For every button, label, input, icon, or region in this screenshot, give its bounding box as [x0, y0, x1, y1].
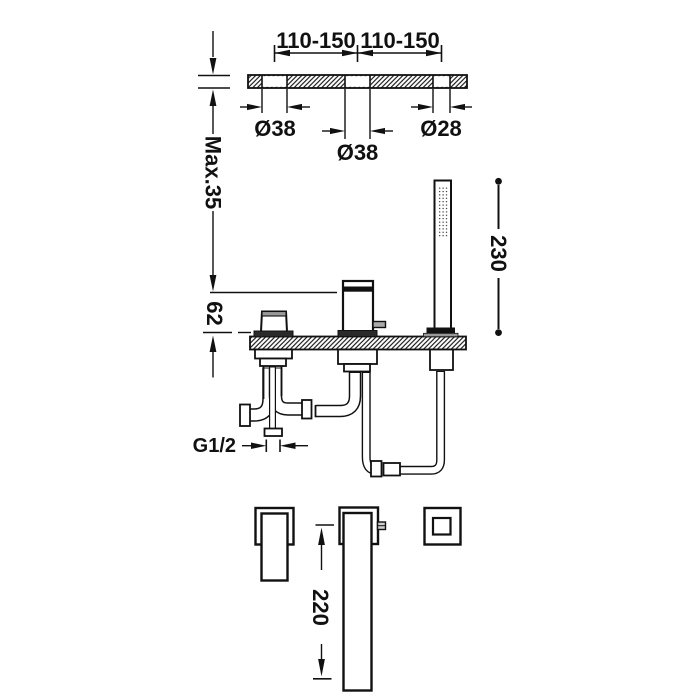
mixer-base-flange	[337, 330, 378, 337]
dim-label-spout-length: 220	[308, 589, 333, 626]
hose-fitting-2	[382, 462, 401, 477]
under-deck-assembly	[239, 348, 454, 478]
dim-label-body-height: 62	[202, 301, 227, 325]
dim-label-hole2: Ø38	[337, 140, 379, 165]
mixer-mounting-nut-2	[343, 363, 371, 373]
dim-label-hole1: Ø38	[254, 116, 296, 141]
handle-base-flange	[253, 330, 294, 338]
dim-hole1-diameter: Ø38	[240, 89, 310, 141]
mixer-body	[337, 279, 387, 337]
handle-knob-top	[261, 310, 287, 317]
supply-end-cap-right	[301, 399, 313, 420]
spout-plan-view	[338, 506, 387, 692]
dim-label-shower-height: 230	[486, 235, 511, 272]
handle-supply-pipes	[239, 366, 313, 437]
dim-hole3-diameter: Ø28	[411, 89, 472, 141]
mixer-mounting-nut	[337, 348, 378, 365]
holder-plan-view	[423, 506, 462, 546]
hole-edge-lines	[261, 75, 451, 88]
handle-mounting-nut-2	[259, 357, 287, 367]
supply-end-cap-left	[239, 403, 251, 427]
mixer-supply-and-hose	[314, 371, 446, 478]
deck-side-section	[249, 335, 467, 351]
dim-label-hole3: Ø28	[420, 116, 462, 141]
thread-connection-cap	[263, 427, 283, 437]
dim-label-span-left: 110-150	[276, 28, 356, 53]
dim-spout-length: 220	[308, 524, 334, 680]
diverter-lever	[372, 320, 387, 329]
handle-plan-view	[254, 506, 295, 582]
dim-deck-thickness: Max.35	[198, 31, 230, 292]
dim-hole2-diameter: Ø38	[322, 89, 393, 165]
hose-fitting-1	[370, 460, 383, 478]
top-view-deck-section	[247, 74, 468, 89]
dim-shower-height: 230	[486, 177, 511, 336]
hand-shower	[423, 179, 459, 338]
holder-socket-plan	[431, 516, 452, 536]
shower-holder-base	[423, 332, 459, 338]
side-view: 62 230 G1/2	[193, 177, 511, 478]
mounting-hole-1	[262, 76, 287, 87]
dim-thread-size: G1/2	[193, 435, 308, 457]
dim-label-deck-thickness: Max.35	[201, 136, 226, 209]
dim-label-thread: G1/2	[193, 435, 236, 457]
handle-lever-plan	[260, 512, 289, 582]
dim-label-span-right: 110-150	[360, 28, 440, 53]
mixer-cap-band	[343, 286, 373, 292]
spout-body-plan	[342, 511, 373, 692]
mounting-hole-3	[433, 76, 450, 87]
shower-spray-face	[437, 186, 448, 238]
handle-valve	[253, 310, 294, 338]
shower-holder-flange	[426, 327, 455, 334]
handle-mounting-nut	[254, 348, 293, 360]
holder-mounting-nut	[429, 348, 454, 371]
dim-hole-spacing: 110-150 110-150	[273, 28, 443, 62]
plan-view: 220	[254, 506, 462, 692]
mounting-hole-2	[345, 76, 370, 87]
dim-body-height: 62	[202, 291, 337, 378]
